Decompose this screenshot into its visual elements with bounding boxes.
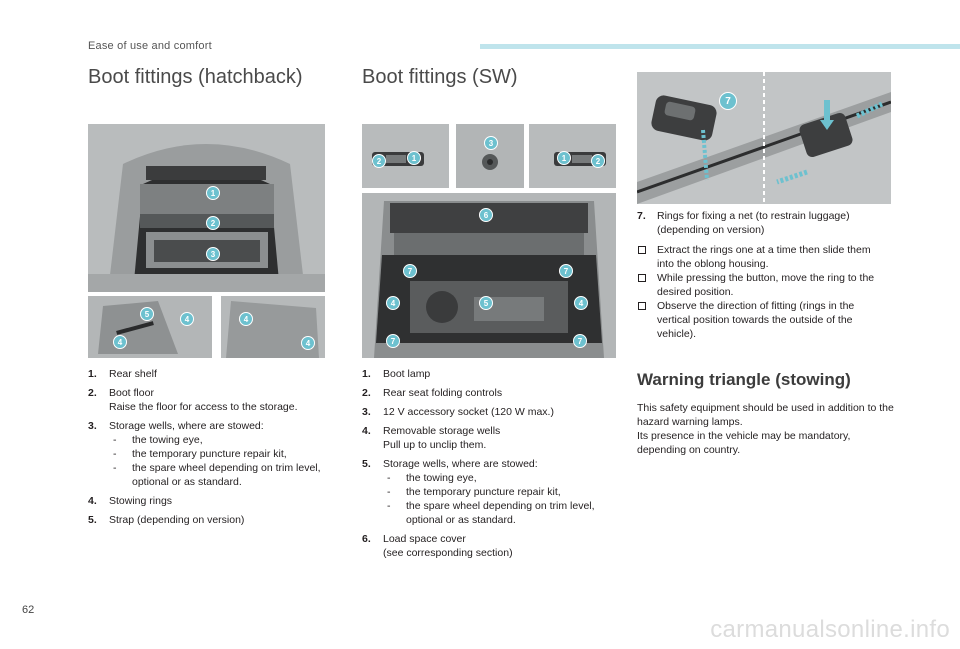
list-item: 1.Boot lamp	[362, 368, 431, 380]
sw-legend-list: 1.Boot lamp 2.Rear seat folding controls…	[362, 367, 612, 565]
callout-marker: 1	[557, 151, 571, 165]
callout-marker: 2	[206, 216, 220, 230]
callout-marker: 2	[591, 154, 605, 168]
page-number: 62	[22, 604, 35, 616]
list-item: 4.Removable storage wells Pull up to unc…	[362, 425, 501, 451]
callout-marker: 5	[479, 296, 493, 310]
callout-marker: 7	[719, 92, 737, 110]
callout-marker: 1	[206, 186, 220, 200]
list-item: 7.Rings for fixing a net (to restrain lu…	[637, 210, 850, 236]
instruction-step: Observe the direction of fitting (rings …	[637, 299, 887, 341]
callout-marker: 6	[479, 208, 493, 222]
list-item: 5.Storage wells, where are stowed: the t…	[362, 457, 612, 527]
hatchback-section-title: Boot fittings (hatchback)	[88, 66, 303, 88]
net-rings-illustration: 7	[637, 72, 891, 204]
hatchback-strap-illustration: 5 4 4	[88, 296, 212, 358]
callout-marker: 2	[372, 154, 386, 168]
callout-marker: 5	[140, 307, 154, 321]
sw-section-title: Boot fittings (SW)	[362, 66, 518, 88]
hatchback-legend-list: 1.Rear shelf 2.Boot floor Raise the floo…	[88, 367, 353, 532]
list-item: 3.12 V accessory socket (120 W max.)	[362, 406, 554, 418]
hatchback-boot-illustration: 1 2 3	[88, 124, 325, 292]
list-item: 1.Rear shelf	[88, 368, 157, 380]
callout-marker: 3	[484, 136, 498, 150]
sw-seat-controls-illustration: 2 1	[362, 124, 449, 188]
list-item: 5.Strap (depending on version)	[88, 514, 245, 526]
list-item: 3.Storage wells, where are stowed: the t…	[88, 419, 353, 489]
watermark: carmanualsonline.info	[710, 616, 950, 643]
list-item: 6.Load space cover (see corresponding se…	[362, 533, 513, 559]
callout-marker: 1	[407, 151, 421, 165]
callout-marker: 4	[113, 335, 127, 349]
callout-marker: 4	[386, 296, 400, 310]
instruction-step: Extract the rings one at a time then sli…	[637, 243, 887, 271]
list-item: 2.Boot floor Raise the floor for access …	[88, 387, 298, 413]
sw-boot-lamp-illustration: 1 2	[529, 124, 616, 188]
sw-boot-illustration: 6 7 7 4 4 5 7 7	[362, 193, 616, 358]
callout-marker: 3	[206, 247, 220, 261]
callout-marker: 7	[386, 334, 400, 348]
running-header: Ease of use and comfort	[88, 40, 212, 52]
callout-marker: 4	[574, 296, 588, 310]
header-accent-bar	[480, 44, 960, 49]
list-item: 4.Stowing rings	[88, 495, 173, 507]
callout-marker: 4	[239, 312, 253, 326]
sw-socket-illustration: 3	[456, 124, 524, 188]
callout-marker: 7	[559, 264, 573, 278]
callout-marker: 7	[403, 264, 417, 278]
list-item: 2.Rear seat folding controls	[362, 387, 503, 399]
callout-marker: 4	[301, 336, 315, 350]
instruction-step: While pressing the button, move the ring…	[637, 271, 887, 299]
callout-marker: 7	[573, 334, 587, 348]
warning-triangle-title: Warning triangle (stowing)	[637, 370, 851, 389]
warning-triangle-text: This safety equipment should be used in …	[637, 402, 894, 456]
callout-marker: 4	[180, 312, 194, 326]
hatchback-rings-illustration: 4 4	[221, 296, 325, 358]
net-rings-instructions: 7.Rings for fixing a net (to restrain lu…	[637, 209, 887, 341]
